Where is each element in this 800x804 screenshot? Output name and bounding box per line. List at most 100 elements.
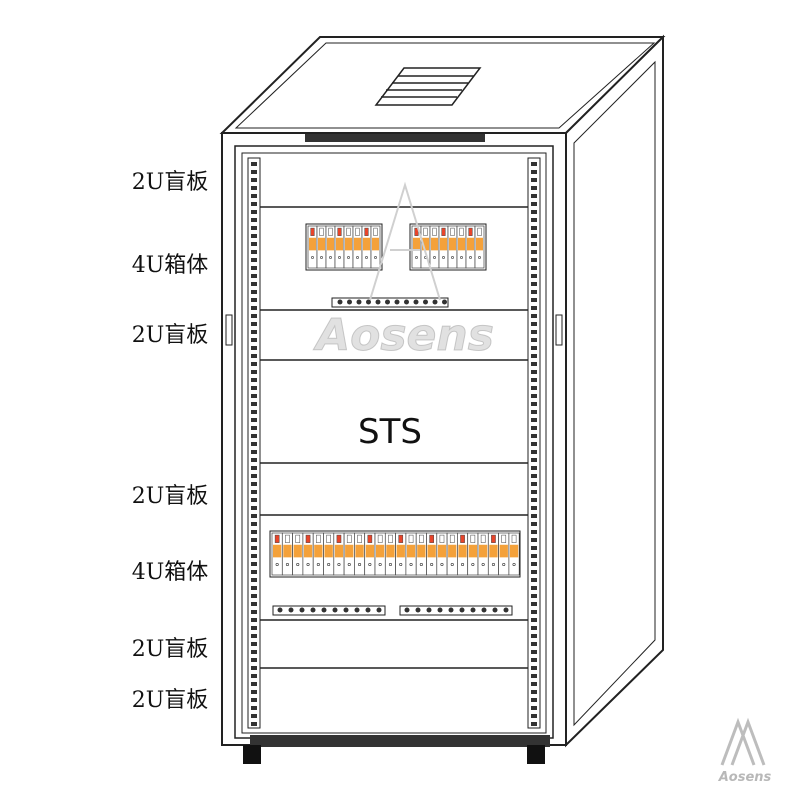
- rail-hole: [531, 338, 537, 342]
- rail-hole: [531, 698, 537, 702]
- rail-hole: [251, 186, 257, 190]
- rail-hole: [251, 666, 257, 670]
- rail-hole: [251, 274, 257, 278]
- rail-hole: [251, 250, 257, 254]
- unit-label-2: 4U箱体: [131, 253, 209, 278]
- breaker-module: [498, 532, 510, 576]
- rail-hole: [531, 410, 537, 414]
- rail-hole: [531, 346, 537, 350]
- breaker-module: [323, 532, 335, 576]
- rail-hole: [251, 514, 257, 518]
- rail-hole: [251, 554, 257, 558]
- breaker-module: [374, 532, 386, 576]
- breaker-module: [467, 532, 479, 576]
- unit-label-5: 2U盲板: [131, 484, 209, 509]
- rail-hole: [251, 498, 257, 502]
- breaker-module: [415, 532, 427, 576]
- rail-hole: [251, 226, 257, 230]
- rail-hole: [531, 274, 537, 278]
- unit-label-1: 2U盲板: [131, 170, 209, 195]
- rail-hole: [531, 218, 537, 222]
- rail-hole: [531, 706, 537, 710]
- rail-hole: [531, 418, 537, 422]
- rail-hole: [531, 690, 537, 694]
- rail-hole: [251, 610, 257, 614]
- rail-hole: [531, 298, 537, 302]
- rail-hole: [251, 450, 257, 454]
- rail-hole: [251, 434, 257, 438]
- rail-hole: [251, 362, 257, 366]
- rail-hole: [531, 650, 537, 654]
- terminal-screw: [365, 607, 371, 613]
- breaker-module: [312, 532, 324, 576]
- breaker-module: [426, 532, 438, 576]
- rail-hole: [531, 194, 537, 198]
- rail-hole: [251, 578, 257, 582]
- rail-hole: [531, 586, 537, 590]
- rail-hole: [251, 706, 257, 710]
- rail-hole: [251, 202, 257, 206]
- rail-hole: [251, 282, 257, 286]
- rail-hole: [251, 354, 257, 358]
- rail-hole: [251, 370, 257, 374]
- terminal-screw: [442, 299, 447, 305]
- rail-hole: [531, 266, 537, 270]
- rail-hole: [531, 202, 537, 206]
- breaker-module: [487, 532, 499, 576]
- rail-hole: [251, 650, 257, 654]
- terminal-screw: [459, 607, 465, 613]
- upper-terminal-bar: [331, 297, 449, 308]
- rail-hole: [251, 642, 257, 646]
- rail-hole: [531, 370, 537, 374]
- rail-hole: [531, 498, 537, 502]
- rail-hole: [251, 698, 257, 702]
- rail-hole: [251, 602, 257, 606]
- rail-hole: [251, 658, 257, 662]
- terminal-screw: [332, 607, 338, 613]
- terminal-screw: [481, 607, 487, 613]
- breaker-module: [364, 532, 376, 576]
- terminal-screw: [288, 607, 294, 613]
- breaker-module: [325, 225, 336, 269]
- rail-hole: [531, 474, 537, 478]
- rail-hole: [531, 506, 537, 510]
- rail-hole: [251, 458, 257, 462]
- breaker-module: [446, 532, 458, 576]
- rail-hole: [531, 258, 537, 262]
- watermark-text: Aosens: [316, 310, 495, 362]
- terminal-screw: [366, 299, 371, 305]
- right-foot: [527, 745, 545, 764]
- left-handle: [225, 314, 233, 346]
- rail-hole: [531, 554, 537, 558]
- rail-hole: [531, 306, 537, 310]
- rail-hole: [531, 482, 537, 486]
- rail-hole: [531, 450, 537, 454]
- terminal-screw: [448, 607, 454, 613]
- top-grille: [305, 134, 485, 142]
- breaker-module: [384, 532, 396, 576]
- rail-hole: [251, 394, 257, 398]
- breaker-module: [292, 532, 304, 576]
- rail-hole: [531, 530, 537, 534]
- rail-hole: [531, 674, 537, 678]
- rail-hole: [531, 434, 537, 438]
- breaker-module: [271, 532, 283, 576]
- breaker-module: [436, 532, 448, 576]
- rail-hole: [531, 250, 537, 254]
- rail-hole: [531, 394, 537, 398]
- rail-hole: [531, 658, 537, 662]
- rail-hole: [531, 322, 537, 326]
- rail-hole: [251, 346, 257, 350]
- rail-hole: [531, 234, 537, 238]
- upper-breaker-group-right: [409, 223, 487, 271]
- rail-hole: [251, 290, 257, 294]
- rail-hole: [251, 634, 257, 638]
- terminal-screw: [432, 299, 438, 305]
- terminal-screw: [503, 607, 509, 613]
- rail-hole: [251, 418, 257, 422]
- upper-breaker-group-left: [305, 223, 383, 271]
- rail-hole: [531, 594, 537, 598]
- rail-hole: [251, 562, 257, 566]
- terminal-screw: [404, 299, 409, 305]
